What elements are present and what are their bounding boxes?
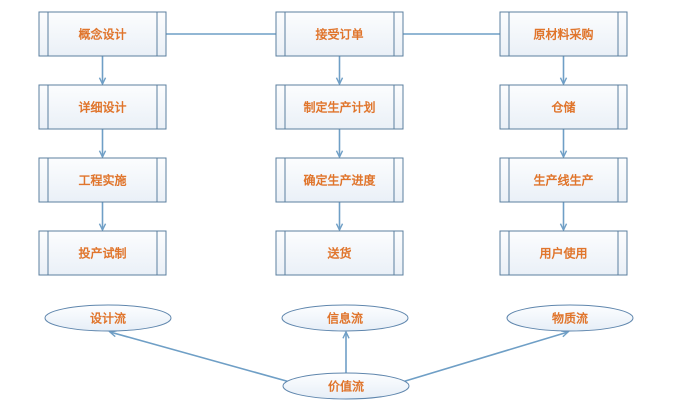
process-box-2-4: 送货 — [275, 230, 404, 276]
value-flow-oval: 价值流 — [282, 372, 410, 400]
value-to-info-arrow — [342, 330, 350, 373]
process-box-3-1: 原材料采购 — [499, 11, 628, 57]
process-box-1-3: 工程实施 — [38, 157, 167, 203]
process-box-1-2: 详细设计 — [38, 84, 167, 130]
arrow-1-2 — [98, 129, 107, 159]
process-box-label: 接受订单 — [315, 27, 363, 42]
flow-oval-label: 信息流 — [327, 311, 363, 326]
value-to-material-arrow — [401, 330, 570, 383]
process-box-label: 投产试制 — [78, 246, 126, 261]
process-box-2-1: 接受订单 — [275, 11, 404, 57]
flow-oval-3: 物质流 — [506, 304, 634, 332]
process-box-label: 送货 — [326, 246, 351, 261]
flow-oval-label: 物质流 — [552, 311, 588, 326]
arrow-2-1 — [335, 56, 344, 86]
process-box-2-3: 确定生产进度 — [275, 157, 404, 203]
process-box-label: 详细设计 — [78, 100, 126, 115]
process-box-label: 工程实施 — [78, 173, 126, 188]
process-box-1-1: 概念设计 — [38, 11, 167, 57]
flow-oval-1: 设计流 — [44, 304, 172, 332]
process-box-3-4: 用户使用 — [499, 230, 628, 276]
arrow-3-2 — [559, 129, 568, 159]
arrow-2-2 — [335, 129, 344, 159]
process-box-label: 概念设计 — [78, 27, 126, 42]
process-box-3-3: 生产线生产 — [499, 157, 628, 203]
process-box-label: 原材料采购 — [533, 27, 593, 42]
arrow-1-1 — [98, 56, 107, 86]
process-box-2-2: 制定生产计划 — [275, 84, 404, 130]
process-box-label: 确定生产进度 — [303, 173, 376, 188]
process-box-label: 用户使用 — [538, 246, 587, 261]
flow-oval-2: 信息流 — [281, 304, 409, 332]
arrow-1-3 — [98, 202, 107, 232]
process-box-label: 生产线生产 — [533, 173, 593, 188]
process-box-3-2: 仓储 — [499, 84, 628, 130]
flow-oval-label: 设计流 — [90, 311, 126, 326]
process-box-1-4: 投产试制 — [38, 230, 167, 276]
connector-lines — [98, 33, 570, 383]
process-box-label: 制定生产计划 — [303, 100, 375, 115]
process-box-label: 仓储 — [550, 100, 575, 115]
arrow-2-3 — [335, 202, 344, 232]
value-to-design-arrow — [108, 330, 291, 383]
value-flow-label: 价值流 — [328, 379, 364, 394]
arrow-3-1 — [559, 56, 568, 86]
arrow-3-3 — [559, 202, 568, 232]
